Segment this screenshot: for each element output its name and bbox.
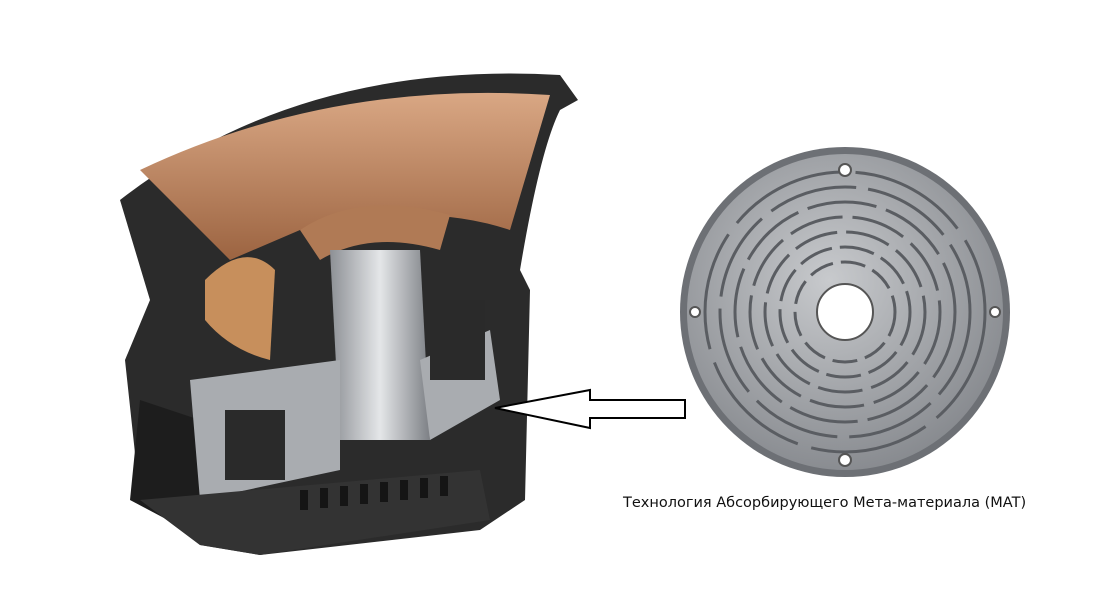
- cone: [140, 92, 550, 260]
- mat-caption: Технология Абсорбирующего Мета-материала…: [623, 495, 1027, 511]
- speaker-cutaway: [120, 73, 578, 555]
- arrow-icon: [494, 388, 686, 430]
- pole-piece: [330, 250, 430, 440]
- mat-disc: [680, 147, 1010, 477]
